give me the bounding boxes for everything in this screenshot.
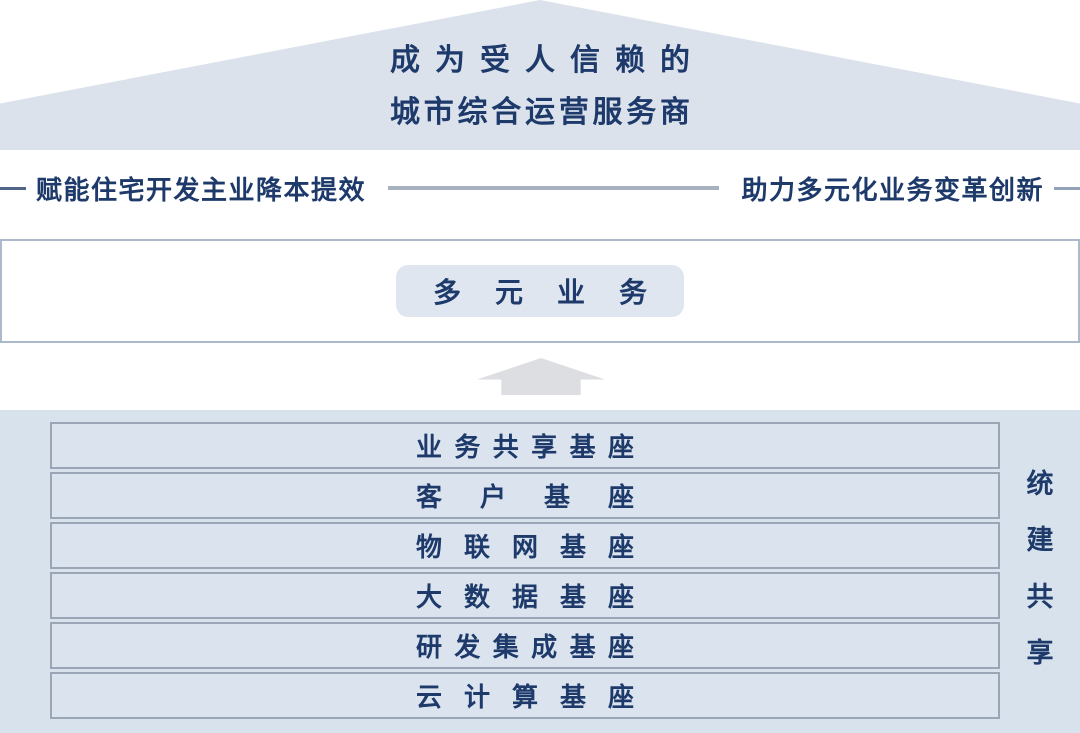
platform-row-label: 研发集成基座 <box>416 632 634 662</box>
vision-roof: 成为受人信赖的 城市综合运营服务商 <box>0 0 1080 150</box>
platform-row-cloud: 云计算基座 <box>50 672 1000 719</box>
vision-title-line1: 成为受人信赖的 <box>390 44 690 77</box>
platform-row-label: 客户基座 <box>416 482 634 512</box>
diversified-business-label: 多元业务 <box>433 277 647 308</box>
platform-stack: 业务共享基座 客户基座 物联网基座 大数据基座 研发集成基座 云计算基座 <box>50 422 1000 719</box>
diversified-business-box: 多元业务 <box>0 239 1080 343</box>
unified-shared-vertical-label: 统建共享 <box>1026 469 1054 668</box>
platform-base-panel: 业务共享基座 客户基座 物联网基座 大数据基座 研发集成基座 云计算基座 统建共… <box>0 410 1080 733</box>
left-edge-dash <box>0 186 26 190</box>
platform-row-label: 业务共享基座 <box>416 432 634 462</box>
right-connector-label: 助力多元化业务变革创新 <box>741 174 1044 205</box>
platform-row-bigdata: 大数据基座 <box>50 572 1000 619</box>
platform-row-business-sharing: 业务共享基座 <box>50 422 1000 469</box>
vision-title-line2: 城市综合运营服务商 <box>390 96 690 129</box>
connector-band: 赋能住宅开发主业降本提效 助力多元化业务变革创新 <box>0 170 1080 206</box>
platform-row-label: 云计算基座 <box>416 682 634 712</box>
diversified-business-pill: 多元业务 <box>396 265 684 317</box>
up-arrow-icon <box>477 358 605 395</box>
connector-line <box>388 186 720 190</box>
platform-row-label: 物联网基座 <box>416 532 634 562</box>
platform-row-label: 大数据基座 <box>416 582 634 612</box>
right-edge-dash <box>1054 186 1080 190</box>
left-connector-label: 赋能住宅开发主业降本提效 <box>36 174 367 205</box>
platform-row-rd-integration: 研发集成基座 <box>50 622 1000 669</box>
platform-row-iot: 物联网基座 <box>50 522 1000 569</box>
platform-row-customer: 客户基座 <box>50 472 1000 519</box>
